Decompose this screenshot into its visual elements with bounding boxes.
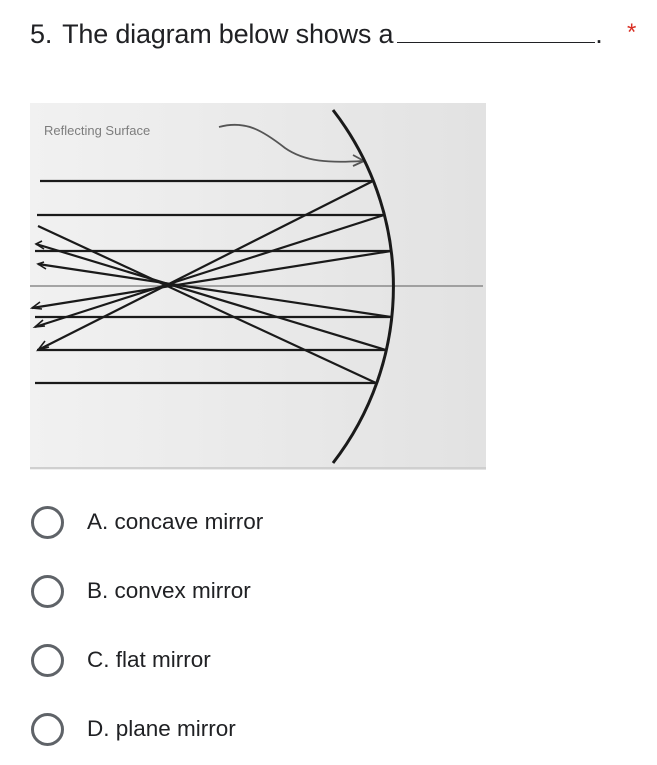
radio-button-icon[interactable] (31, 574, 64, 608)
option-b[interactable]: B. convex mirror (31, 573, 251, 609)
mirror-surface (331, 109, 395, 464)
fill-in-blank (397, 18, 596, 43)
radio-button-icon[interactable] (31, 712, 64, 746)
required-asterisk: * (627, 19, 637, 46)
question-title: 5. The diagram below shows a. (30, 17, 603, 51)
radio-button-icon[interactable] (31, 505, 64, 539)
question-text: The diagram below shows a (62, 19, 394, 49)
question-number: 5. (30, 19, 53, 49)
reflecting-surface-label: Reflecting Surface (44, 123, 150, 138)
option-label: A. concave mirror (87, 509, 264, 534)
option-c[interactable]: C. flat mirror (31, 642, 211, 678)
option-label: B. convex mirror (87, 578, 251, 603)
option-label: C. flat mirror (87, 647, 211, 672)
option-label: D. plane mirror (87, 716, 236, 741)
option-d[interactable]: D. plane mirror (31, 711, 236, 747)
radio-button-icon[interactable] (31, 643, 64, 677)
mirror-diagram: Reflecting Surface (29, 103, 486, 470)
option-a[interactable]: A. concave mirror (31, 504, 263, 540)
blank-suffix: . (595, 19, 603, 49)
